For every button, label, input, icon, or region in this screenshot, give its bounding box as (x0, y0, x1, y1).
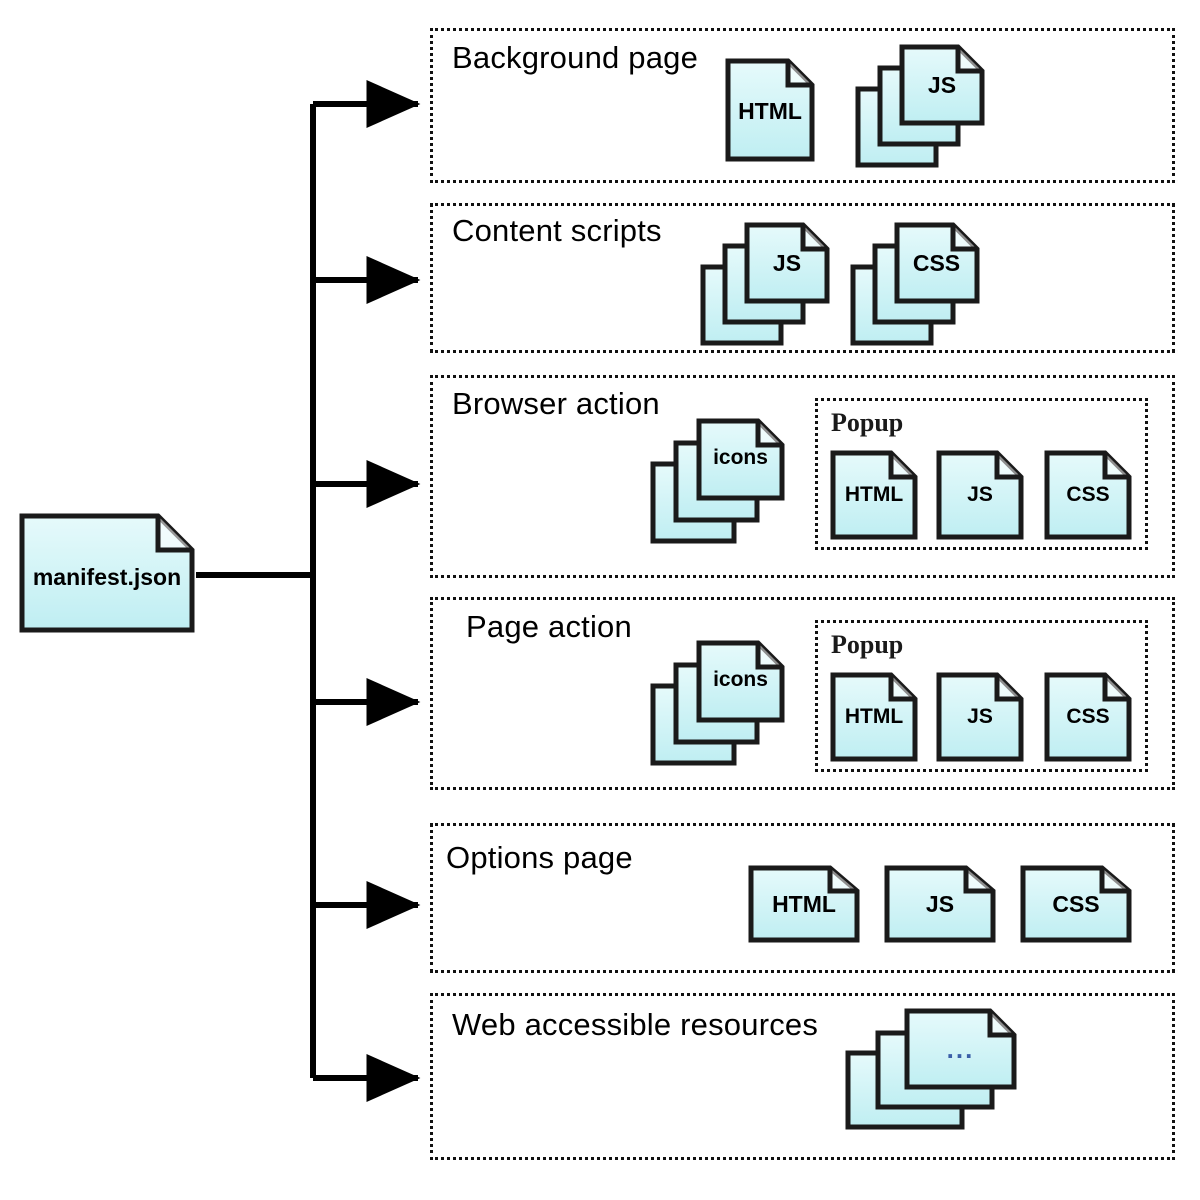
section-title-background-page: Background page (452, 40, 699, 75)
file-stack-icon-js-background[interactable]: JS (855, 44, 985, 168)
section-title-page-action: Page action (466, 609, 632, 644)
section-web-accessible-resources[interactable] (430, 993, 1175, 1160)
file-icon-js-options[interactable]: JS (884, 865, 996, 943)
section-page-action[interactable] (430, 597, 1175, 790)
file-icon-html-browser-popup[interactable]: HTML (830, 450, 918, 540)
file-stack-icon-icons-page-action[interactable]: icons (650, 640, 785, 766)
file-icon-html-background[interactable]: HTML (725, 58, 815, 162)
section-browser-action[interactable] (430, 375, 1175, 578)
file-stack-icon-icons-browser-action[interactable]: icons (650, 418, 785, 544)
popup-title-page-action: Popup (831, 630, 904, 659)
section-background-page[interactable] (430, 28, 1175, 183)
file-icon-html-page-popup[interactable]: HTML (830, 672, 918, 762)
popup-box-page-action[interactable] (815, 620, 1148, 772)
manifest-json-node[interactable]: manifest.json (18, 512, 196, 634)
file-icon-css-browser-popup[interactable]: CSS (1044, 450, 1132, 540)
popup-box-browser-action[interactable] (815, 398, 1148, 550)
section-title-browser-action: Browser action (452, 386, 660, 421)
section-title-web-accessible-resources: Web accessible resources (452, 1007, 819, 1042)
file-icon-html-options[interactable]: HTML (748, 865, 860, 943)
file-stack-icon-js-content-scripts[interactable]: JS (700, 222, 830, 346)
section-options-page[interactable] (430, 823, 1175, 973)
manifest-json-label: manifest.json (32, 564, 182, 590)
file-icon-css-options[interactable]: CSS (1020, 865, 1132, 943)
section-content-scripts[interactable] (430, 203, 1175, 353)
file-icon-js-page-popup[interactable]: JS (936, 672, 1024, 762)
file-stack-icon-css-content-scripts[interactable]: CSS (850, 222, 980, 346)
section-title-options-page: Options page (446, 840, 633, 875)
file-icon-css-page-popup[interactable]: CSS (1044, 672, 1132, 762)
section-title-content-scripts: Content scripts (452, 213, 662, 248)
popup-title-browser-action: Popup (831, 408, 904, 437)
file-stack-icon-web-resources[interactable]: ... (845, 1008, 1017, 1130)
file-icon-js-browser-popup[interactable]: JS (936, 450, 1024, 540)
